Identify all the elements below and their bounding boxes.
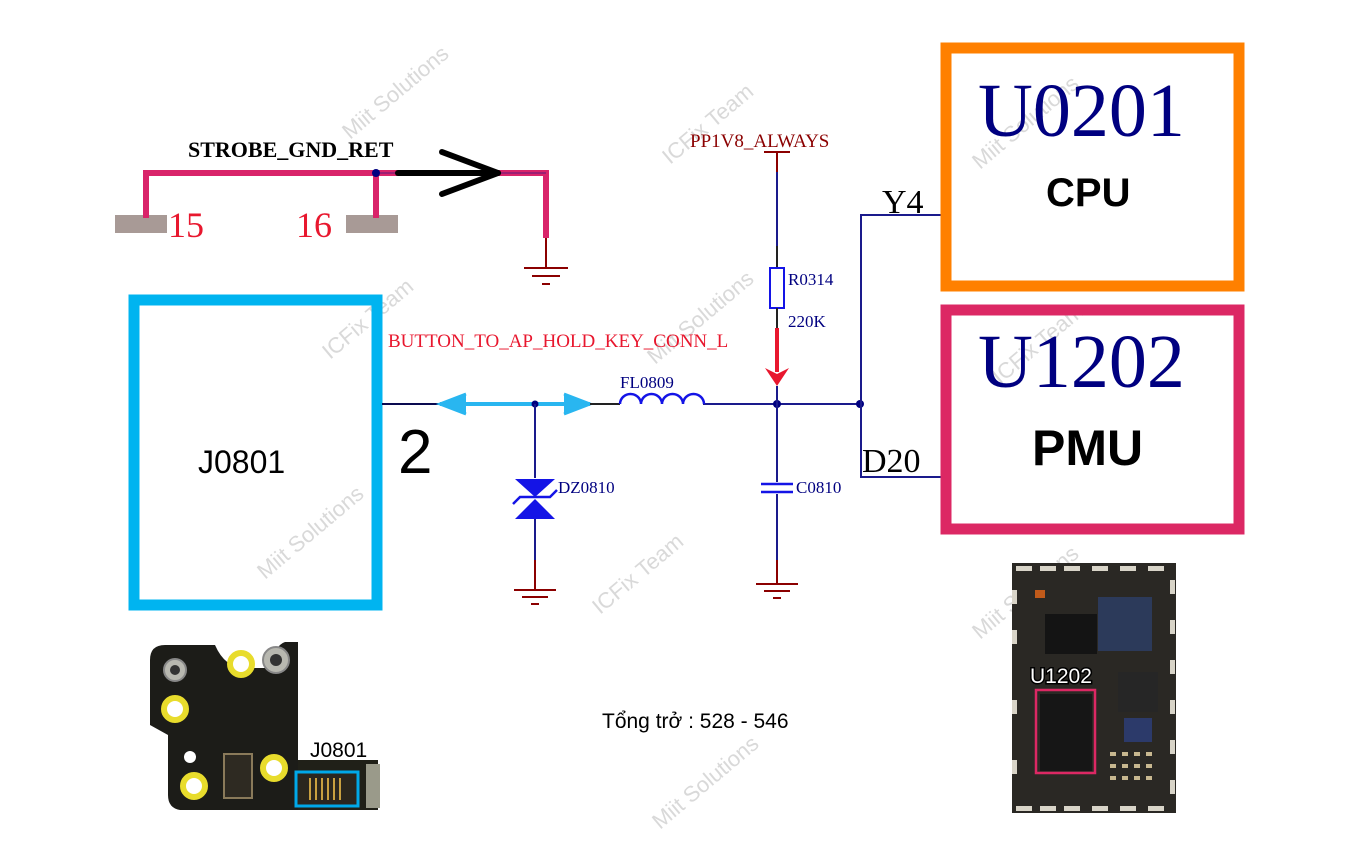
mount-hole-icon xyxy=(161,695,189,723)
strobe-net-label: STROBE_GND_RET xyxy=(188,137,394,162)
cpu-ref: U0201 xyxy=(978,69,1185,153)
capacitor-icon xyxy=(761,482,793,494)
inductor-fl0809: FL0809 xyxy=(618,373,706,405)
cpu-label: CPU xyxy=(1046,171,1130,215)
watermark: ICFix Team xyxy=(587,528,688,618)
watermark: Miit Solutions xyxy=(337,41,453,144)
resistor-value: 220K xyxy=(788,312,827,331)
tvs-diode-icon xyxy=(512,479,558,519)
logic-board-photo: U1202 xyxy=(1012,563,1176,813)
capacitor-c0810: C0810 xyxy=(756,404,841,599)
arrow-left-icon xyxy=(435,392,467,416)
junction-dot xyxy=(372,169,380,177)
cpu-pmu-branch: Y4 D20 xyxy=(860,184,946,480)
pad-16 xyxy=(346,215,398,233)
pad-15-label: 15 xyxy=(168,205,204,245)
mount-hole-icon xyxy=(180,772,208,800)
pad-15 xyxy=(115,215,167,233)
pmu-pin-label: D20 xyxy=(862,443,921,480)
pmu-block-u1202: U1202 PMU xyxy=(940,304,1245,535)
watermark: Miit Solutions xyxy=(252,481,368,584)
supply-net-label: PP1V8_ALWAYS xyxy=(690,131,829,152)
cpu-block-u0201: U0201 CPU xyxy=(940,42,1245,292)
connector-ref: J0801 xyxy=(198,444,285,480)
capacitor-ref: C0810 xyxy=(796,478,841,497)
pullup-arrow-icon xyxy=(765,328,789,386)
watermark: Miit Solutions xyxy=(642,266,758,369)
signal-net: BUTTON_TO_AP_HOLD_KEY_CONN_L xyxy=(382,331,864,416)
pmu-ref: U1202 xyxy=(978,320,1185,404)
ground-icon xyxy=(756,583,798,599)
strobe-wire xyxy=(143,170,549,238)
signal-net-label: BUTTON_TO_AP_HOLD_KEY_CONN_L xyxy=(388,331,728,352)
pad-16-label: 16 xyxy=(296,205,332,245)
mount-hole-icon xyxy=(260,754,288,782)
logic-board-photo-label: U1202 xyxy=(1030,665,1092,688)
mount-hole-icon xyxy=(227,650,255,678)
inductor-icon xyxy=(618,392,706,405)
connector-pin-number: 2 xyxy=(398,418,432,487)
ground-icon xyxy=(524,238,568,285)
ground-icon xyxy=(514,589,556,605)
inductor-ref: FL0809 xyxy=(620,373,674,392)
connector-photo-label: J0801 xyxy=(310,739,367,762)
watermark: ICFix Team xyxy=(657,78,758,168)
strobe-gnd-ret-net: STROBE_GND_RET 15 16 xyxy=(115,137,568,285)
cpu-pin-label: Y4 xyxy=(882,184,924,221)
arrow-right-icon xyxy=(563,392,595,416)
net-flag-arrow-icon xyxy=(395,149,501,197)
watermark: Miit Solutions xyxy=(647,731,763,834)
resistor-r0314-branch: PP1V8_ALWAYS R0314 220K xyxy=(690,131,834,404)
u1202-highlight xyxy=(1034,688,1097,775)
impedance-note: Tổng trở : 528 - 546 xyxy=(602,710,789,733)
connector-block-j0801: J0801 2 xyxy=(128,294,432,611)
connector-board-photo: J0801 xyxy=(150,642,380,810)
diode-ref: DZ0810 xyxy=(558,478,615,497)
resistor-ref: R0314 xyxy=(788,270,834,289)
resistor-icon xyxy=(769,267,785,309)
diode-dz0810: DZ0810 xyxy=(512,404,615,605)
pmu-label: PMU xyxy=(1032,420,1143,476)
